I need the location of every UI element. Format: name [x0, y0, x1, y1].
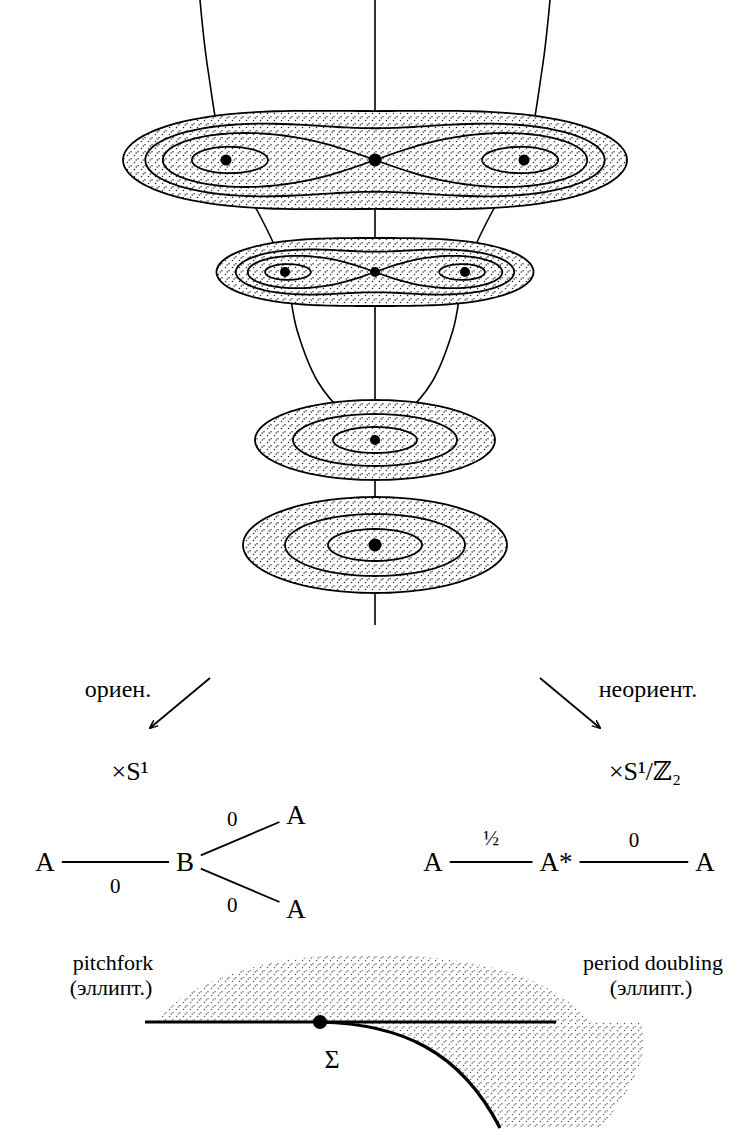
disc-outline — [243, 497, 507, 593]
saddle-point — [370, 267, 380, 277]
direction-arrow — [150, 678, 210, 728]
minimum-point — [519, 155, 530, 166]
figure-label: ориен. — [83, 676, 153, 704]
level-disc — [123, 111, 627, 209]
edge-label: 0 — [225, 808, 240, 829]
edge-weight: 0 — [225, 893, 240, 917]
edge-weight: 0 — [225, 806, 240, 830]
figure-label: ×S¹ — [110, 757, 151, 787]
branch-curve — [200, 0, 375, 440]
graph-vertex: A — [31, 848, 59, 876]
dotted-region — [158, 955, 592, 1022]
edge-label: 0 — [108, 876, 123, 897]
disc-ground — [243, 497, 507, 593]
level-curve — [375, 256, 502, 288]
figure-text: pitchfork (эллипт.) — [70, 950, 155, 1000]
graph-vertex: A — [282, 801, 310, 829]
figure-label: pitchfork (эллипт.) — [45, 950, 180, 1001]
level-curve — [439, 264, 485, 280]
disc-outline — [255, 400, 495, 480]
level-curve — [375, 133, 587, 187]
graph-vertex: A — [691, 848, 719, 876]
graph-edge — [62, 861, 169, 863]
edge-label: 0 — [225, 895, 240, 916]
minimum-point — [280, 267, 290, 277]
figure-label: ×S¹/ℤ₂ — [607, 757, 683, 787]
edge-weight: 0 — [108, 874, 123, 898]
minimum-point — [460, 267, 470, 277]
figure-label: Σ — [322, 1045, 341, 1075]
vertex-label: A — [421, 847, 445, 877]
cusp-point — [313, 1015, 327, 1029]
edge-label: 0 — [627, 830, 642, 851]
level-disc — [216, 238, 533, 306]
figure-text: ×S¹/ℤ₂ — [607, 757, 683, 786]
minimum-point — [369, 539, 382, 552]
disc-ground — [216, 238, 533, 306]
vertex-label: A — [693, 847, 717, 877]
level-curve — [163, 133, 375, 187]
level-curve — [236, 249, 514, 294]
level-curve — [145, 124, 604, 197]
vertex-label: A — [33, 847, 57, 877]
graph-vertex: A — [419, 848, 447, 876]
edge-weight: ½ — [481, 826, 501, 850]
graph-vertex: A — [282, 895, 310, 923]
disc-ground — [255, 400, 495, 480]
vertex-label: B — [174, 847, 196, 877]
graph-edge — [580, 861, 689, 863]
level-disc — [255, 400, 495, 480]
level-curve — [333, 427, 417, 453]
bifurcation-curve — [320, 1022, 500, 1128]
figure-text: ×S¹ — [110, 757, 151, 786]
figure-text: period doubling (эллипт.) — [581, 950, 723, 1000]
figure-label: period doubling (эллипт.) — [567, 950, 737, 1001]
bifurcation-point — [370, 435, 380, 445]
direction-arrow — [540, 678, 600, 728]
disc-ground — [123, 111, 627, 209]
level-curve — [482, 147, 558, 173]
disc-outline — [216, 238, 533, 306]
level-curve — [328, 529, 422, 561]
vertex-label: A — [284, 894, 308, 924]
figure-text: ориен. — [83, 676, 153, 702]
edge-label: ½ — [481, 828, 501, 849]
dotted-region — [322, 1022, 644, 1128]
graph-edge — [450, 861, 533, 863]
level-curve — [248, 256, 375, 288]
level-curve — [265, 264, 311, 280]
graph-vertex: B — [172, 848, 198, 876]
saddle-point — [369, 154, 382, 167]
figure-text: неориент. — [597, 676, 700, 702]
disc-outline — [123, 111, 627, 209]
level-curve — [293, 414, 457, 466]
level-curve — [192, 147, 268, 173]
graph-edge — [201, 869, 280, 902]
minimum-point — [221, 155, 232, 166]
figure-text: Σ — [322, 1045, 341, 1074]
graph-edge — [201, 822, 280, 855]
vertex-label: A* — [538, 847, 575, 877]
figure-label: неориент. — [597, 676, 700, 704]
graph-vertex: A* — [536, 848, 577, 876]
level-curve — [285, 514, 465, 576]
level-disc — [243, 497, 507, 593]
vertex-label: A — [284, 800, 308, 830]
branch-curve — [375, 0, 550, 440]
edge-weight: 0 — [627, 828, 642, 852]
